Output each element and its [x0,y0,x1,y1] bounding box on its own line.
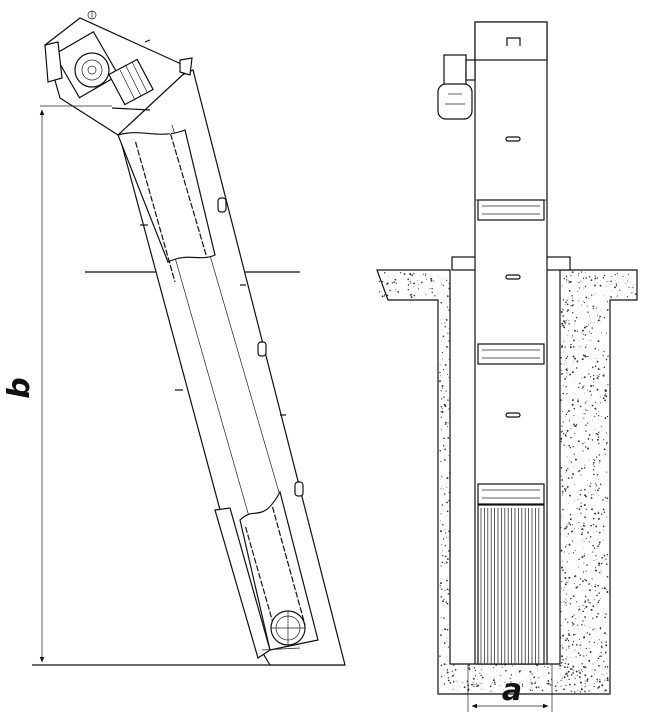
dimension-a: a [467,664,553,712]
dimension-a-label: a [502,673,522,708]
concrete-channel [376,269,638,695]
bottom-sprocket [270,610,306,646]
bar-screen [477,504,545,665]
lower-chain-left [244,524,276,631]
side-motor [437,54,476,120]
upper-chain-right [169,131,208,259]
lower-cutaway [239,490,319,651]
dimension-b: b [2,105,112,663]
upper-chain-left [134,139,176,283]
lower-chain-right [271,504,306,626]
side-view: b [2,10,346,666]
top-cover [474,21,548,61]
concrete-speckle [378,271,637,693]
motor [108,58,154,106]
gearbox [74,52,110,88]
front-view: a [376,21,638,712]
upper-cutaway [117,129,216,263]
dimension-b-label: b [2,377,37,398]
